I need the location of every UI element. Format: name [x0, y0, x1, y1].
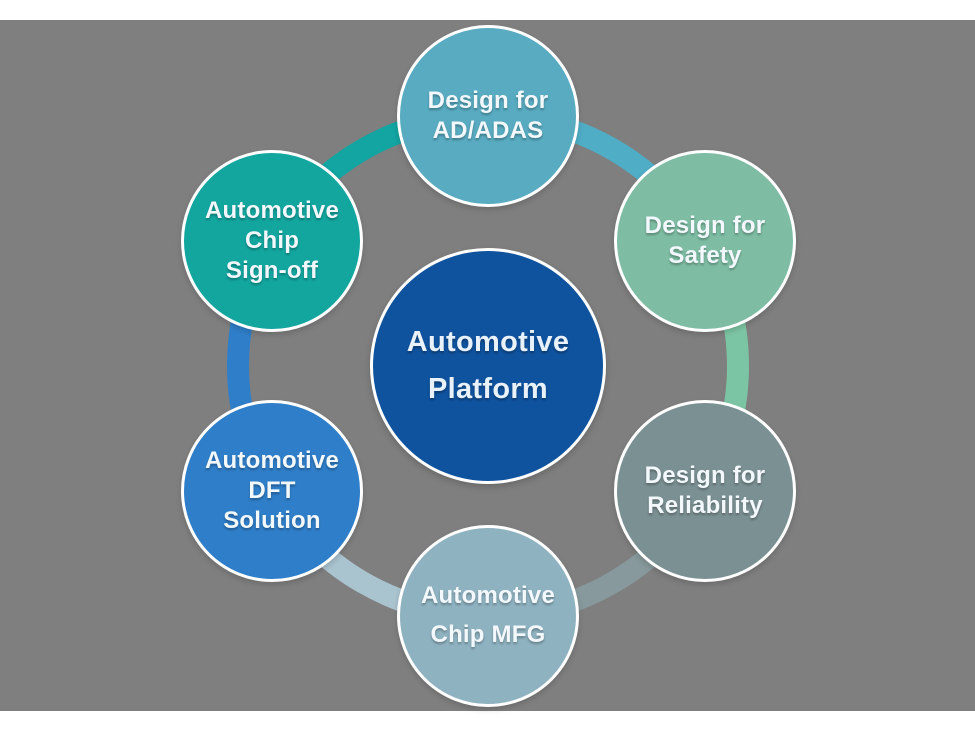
node-line: Chip [244, 227, 300, 255]
node-automotive-chip-sign-off: Automotive Chip Sign-off [181, 150, 363, 332]
center-line: Automotive [406, 326, 570, 359]
center-line: Platform [427, 373, 549, 405]
node-line: Design for [427, 87, 549, 115]
node-line: Chip MFG [430, 621, 546, 648]
node-line: Design for [644, 212, 766, 240]
node-line: AD/ADAS [432, 117, 544, 144]
node-design-for-ad-adas: Design for AD/ADAS [397, 25, 579, 207]
node-design-for-reliability: Design for Reliability [614, 400, 796, 582]
node-line: Automotive [205, 447, 339, 475]
node-automotive-dft-solution: Automotive DFT Solution [181, 400, 363, 582]
node-line: Automotive [421, 582, 555, 610]
node-automotive-chip-mfg: Automotive Chip MFG [397, 525, 579, 707]
node-line: Design for [644, 462, 766, 490]
node-line: DFT [248, 477, 296, 505]
node-line: Sign-off [225, 256, 319, 284]
node-design-for-safety: Design for Safety [614, 150, 796, 332]
node-line: Solution [223, 506, 321, 534]
node-line: Automotive [205, 197, 339, 225]
node-line: Reliability [647, 492, 763, 519]
node-automotive-platform-center: Automotive Platform [370, 248, 606, 484]
node-line: Safety [668, 242, 742, 269]
